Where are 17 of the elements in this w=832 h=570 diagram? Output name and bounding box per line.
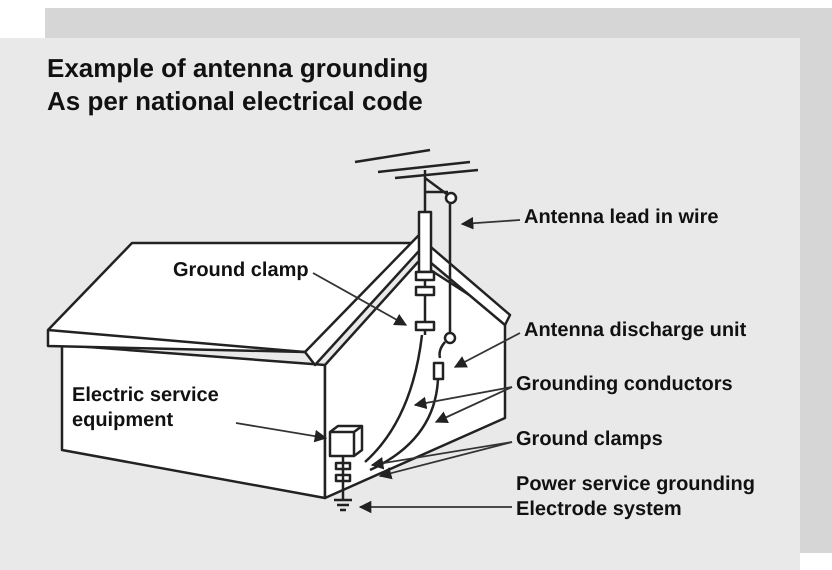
leader-line (236, 422, 328, 442)
leader-line (454, 332, 520, 368)
leader-line (312, 272, 408, 326)
callout-label: Antenna discharge unit (524, 318, 746, 343)
callout-label: Power service grounding Electrode system (516, 472, 826, 522)
leader-line (358, 500, 512, 514)
title: Example of antenna grounding As per national electrical code (47, 52, 430, 118)
leader-line (460, 216, 520, 230)
callout-label: Ground clamps (516, 427, 663, 452)
callout-label: Ground clamp (173, 258, 309, 283)
callout-label: Antenna lead in wire (524, 205, 718, 230)
callout-label: Grounding conductors (516, 372, 733, 397)
leader-line (370, 441, 512, 470)
callout-label: Electric service equipment (72, 383, 232, 433)
leader-line (378, 441, 512, 480)
leader-line (434, 386, 512, 423)
leader-line (414, 386, 512, 410)
